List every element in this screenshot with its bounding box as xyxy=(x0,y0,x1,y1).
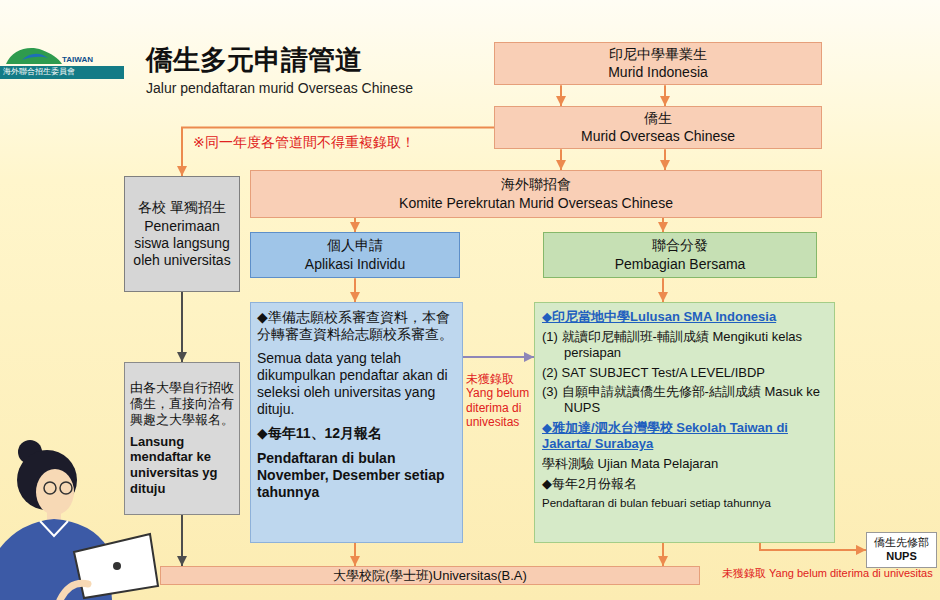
glasses xyxy=(60,482,72,494)
node-text: (3) 自願申請就讀僑生先修部-結訓成績 Masuk ke NUPS xyxy=(542,384,827,416)
node-text: Semua data yang telah dikumpulkan pendaf… xyxy=(257,350,456,418)
connector-arrow xyxy=(182,128,494,176)
connector-arrow xyxy=(662,543,664,566)
logo xyxy=(0,48,124,79)
connector-arrow xyxy=(560,85,562,106)
node-text: 聯合分發 xyxy=(550,237,810,254)
node-text: ◆雅加達/泗水台灣學校 Sekolah Taiwan di Jakarta/ S… xyxy=(542,420,827,452)
connector-arrow xyxy=(662,278,664,302)
process-box: 海外聯招會 Komite Perekrutan Murid Overseas Ch… xyxy=(250,170,822,218)
node-text: Murid Indonesia xyxy=(501,64,815,81)
glasses xyxy=(44,482,56,494)
node-text: 學科測驗 Ujian Mata Pelajaran xyxy=(542,456,827,472)
node-text: Penerimaan siswa langsung oleh universit… xyxy=(130,218,234,269)
node-text: 由各大學自行招收僑生，直接向洽有興趣之大學報名。 xyxy=(130,380,234,428)
node-text: Komite Perekrutan Murid Overseas Chinese xyxy=(257,195,815,212)
connector-arrow xyxy=(181,515,183,566)
node-text: 海外聯招會 xyxy=(257,176,815,193)
node-text: ◆印尼當地中學Lulusan SMA Indonesia xyxy=(542,309,827,325)
process-box: 個人申請 Aplikasi Individu xyxy=(250,232,460,278)
node-text: ◆每年2月份報名 xyxy=(542,476,827,492)
collar xyxy=(40,521,68,536)
node-text: Pembagian Bersama xyxy=(550,256,810,273)
connector-arrow xyxy=(662,218,664,232)
subtitle: Jalur pendaftaran murid Overseas Chinese xyxy=(146,80,486,97)
node-text: NUPS xyxy=(870,550,933,563)
connector-arrow xyxy=(664,149,666,170)
edge-label: 未獲錄取 Yang belum diterima di univesitas xyxy=(722,567,936,580)
connector-arrow xyxy=(463,356,534,358)
connector-arrow xyxy=(354,278,356,302)
connector-arrow xyxy=(560,149,562,170)
note-text: ※同一年度各管道間不得重複錄取！ xyxy=(193,134,453,151)
node-text: 僑生 xyxy=(501,110,815,127)
connector-arrow xyxy=(354,543,356,566)
logo-text: TAIWAN xyxy=(62,55,112,65)
node-text: Pendaftaran di bulan febuari setiap tahu… xyxy=(542,496,827,510)
process-box: 各校 單獨招生 Penerimaan siswa langsung oleh un… xyxy=(124,176,240,292)
process-box: 印尼中學畢業生Murid Indonesia xyxy=(494,42,822,85)
title: 僑生多元申請管道 xyxy=(146,44,362,76)
node-text: 各校 單獨招生 xyxy=(130,199,234,216)
result-band: 大學校院(學士班)Universitas(B.A) xyxy=(160,566,700,585)
hand xyxy=(60,583,88,600)
process-box: 僑生Murid Overseas Chinese xyxy=(494,106,822,149)
face xyxy=(36,469,74,515)
node-text: Pendaftaran di bulan November, Desember … xyxy=(257,450,456,501)
logo-island xyxy=(6,48,62,64)
node-text: Lansung mendaftar ke universitas yg ditu… xyxy=(130,434,234,497)
node-text: 個人申請 xyxy=(257,237,453,254)
node-text: 印尼中學畢業生 xyxy=(501,46,815,63)
detail-box: ◆印尼當地中學Lulusan SMA Indonesia (1) 就讀印尼輔訓班-… xyxy=(534,302,835,543)
node-text: (2) SAT SUBJECT Test/A LEVEL/IBDP xyxy=(542,365,827,381)
logo-wave xyxy=(22,54,48,60)
logo-bar xyxy=(0,66,124,79)
detail-box: ◆準備志願校系審查資料，本會分轉審查資料給志願校系審查。 Semua data y… xyxy=(250,302,463,543)
connector-arrow xyxy=(664,85,666,106)
laptop xyxy=(74,534,158,598)
node-text: 僑生先修部 xyxy=(870,536,933,549)
connector-arrow xyxy=(354,218,356,232)
logo-text: 海外聯合招生委員會 xyxy=(3,67,123,77)
node-text: (1) 就讀印尼輔訓班-輔訓成績 Mengikuti kelas persiap… xyxy=(542,329,827,361)
node-text: ◆每年11、12月報名 xyxy=(257,425,456,442)
node-text: 大學校院(學士班)Universitas(B.A) xyxy=(167,567,693,584)
note-box: 由各大學自行招收僑生，直接向洽有興趣之大學報名。 Lansung mendafta… xyxy=(124,362,240,515)
connector-arrow xyxy=(760,543,866,550)
connector-arrow xyxy=(181,292,183,362)
edge-label: 未獲錄取 Yang belum diterima di univesitas xyxy=(466,372,532,430)
process-box: 僑生先修部NUPS xyxy=(866,532,937,568)
process-box: 聯合分發 Pembagian Bersama xyxy=(543,232,817,278)
node-text: Murid Overseas Chinese xyxy=(501,128,815,145)
node-text: ◆準備志願校系審查資料，本會分轉審查資料給志願校系審查。 xyxy=(257,309,456,343)
node-text: Aplikasi Individu xyxy=(257,256,453,273)
laptop-logo xyxy=(113,562,121,570)
